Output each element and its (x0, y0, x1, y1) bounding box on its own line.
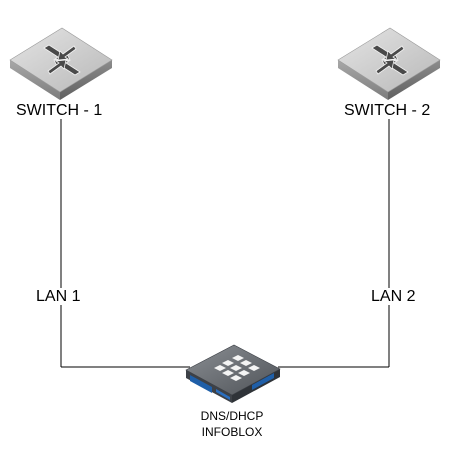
switch-1-label: SWITCH - 1 (16, 102, 103, 119)
lan-1-label: LAN 1 (34, 288, 83, 305)
infoblox-label-line2: INFOBLOX (201, 425, 263, 439)
switch-2-label: SWITCH - 2 (344, 102, 431, 119)
infoblox-appliance-icon (185, 344, 281, 403)
switch-2-icon (337, 27, 441, 100)
switch-1-icon (9, 27, 113, 100)
lan-2-label: LAN 2 (369, 288, 418, 305)
infoblox-label: DNS/DHCP INFOBLOX (172, 408, 292, 440)
connections (60, 118, 390, 368)
infoblox-label-line1: DNS/DHCP (200, 409, 264, 423)
